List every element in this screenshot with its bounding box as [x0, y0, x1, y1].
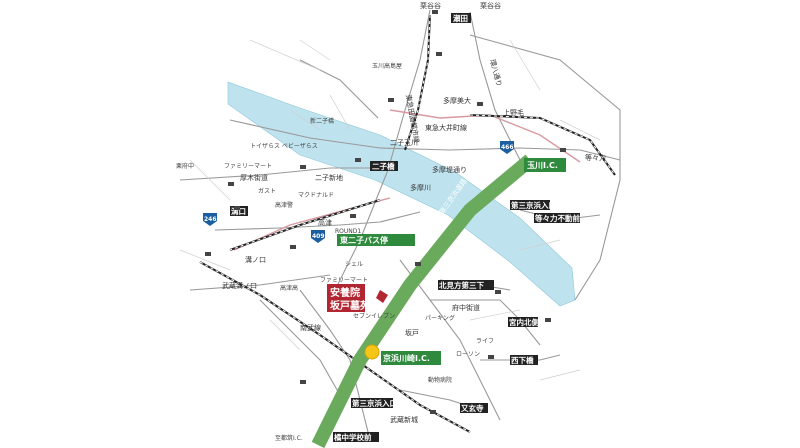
- temple-name: 安養院: [330, 286, 360, 299]
- tama-river: [227, 81, 576, 307]
- kampachi-label: 環八通り: [488, 58, 504, 87]
- traffic-signals: [205, 10, 566, 414]
- kamino-label: 上野毛: [503, 108, 524, 117]
- futako-bridge-box: [370, 161, 398, 171]
- tamatsutsumi-label: 多摩堤通り: [432, 165, 467, 174]
- temple-box: [327, 284, 365, 312]
- dai3-keihin-bottom-box: [351, 398, 393, 408]
- mizonokuchi-station-label: 溝ノ口: [245, 255, 266, 264]
- seta-label: 瀬田: [453, 13, 468, 23]
- route-466-sign: 466: [500, 141, 514, 154]
- matagenji-box: [460, 403, 488, 413]
- hospital-label: 動物病院: [428, 376, 452, 384]
- keihin-kawasaki-ic-label: 京浜川崎I.C.: [383, 353, 430, 363]
- sakado-label: 坂戸: [405, 328, 419, 337]
- temple-location-icon: [376, 290, 388, 303]
- dai3-keihin-bottom-label: 第三京浜入口: [352, 398, 397, 408]
- musashi-shinjo-label: 武蔵新城: [390, 415, 418, 424]
- kitami-box: [438, 280, 494, 290]
- route-466-label: 466: [501, 144, 514, 151]
- mcdonalds-label: マクドナルド: [298, 192, 334, 199]
- todoroki-fudo-label: 等々力不動前: [535, 213, 580, 223]
- takatsu-police-label: 高津警: [275, 201, 293, 209]
- temple-sub: 坂戸墓苑: [330, 299, 370, 312]
- parking-label: パーキング: [425, 314, 455, 322]
- nishi-shimobashi-box: [510, 355, 538, 365]
- tamagawa-river-label: 多摩川: [410, 183, 431, 192]
- seven-label: セブンイレブン: [353, 312, 395, 320]
- bus-stop-label: 東二子バス停: [340, 235, 388, 245]
- chuo-school-label: 橘中学校前: [333, 432, 372, 442]
- toys-rus-label: トイザらス ベビーザらス: [250, 142, 318, 150]
- roads: [179, 9, 621, 441]
- tamagawa-ic-label: 玉川I.C.: [527, 161, 558, 170]
- minor-roads: [179, 39, 601, 381]
- route-409-label: 409: [312, 233, 325, 240]
- seta-box: [451, 13, 471, 23]
- shimonoge-box: [508, 317, 538, 327]
- kitami-label: 北見方第三下: [439, 280, 484, 290]
- takatsu-high-label: 高津高: [280, 284, 298, 292]
- dai3-keihin-top-box: [510, 200, 550, 210]
- oimachi-label: 東急大井町線: [425, 123, 467, 132]
- setagaya-label: 栗谷谷: [480, 1, 501, 10]
- keihin-kawasaki-ic-box: [381, 351, 441, 365]
- mizonokuchi-box: [230, 206, 248, 216]
- shell-label: シェル: [345, 261, 363, 268]
- takashimaya-label: 玉川高島屋: [372, 62, 402, 70]
- mizonokuchi-label: 溝口: [231, 206, 246, 216]
- shimonoge-label: 宮内北側: [509, 317, 539, 327]
- family-mart-label: ファミリーマート: [224, 163, 272, 170]
- life-label: ライフ: [476, 338, 494, 345]
- shin-futako-label: 新二子橋: [310, 117, 334, 125]
- nishi-shimobashi-label: 西下橋: [511, 355, 534, 365]
- nambu-line-label: 南武線: [300, 323, 321, 332]
- tama-bidai-label: 多摩美大: [443, 96, 471, 105]
- dai3-keihin-top-label: 第三京浜入口: [511, 200, 556, 210]
- ic-marker-icon: [364, 344, 380, 360]
- railways: [199, 14, 616, 433]
- lawson-label: ローソン: [456, 351, 480, 358]
- kuji-label: 栗府中: [176, 162, 194, 170]
- fuchu-kaido-label: 府中街道: [452, 303, 480, 312]
- todoroki-fudo-box: [534, 213, 580, 223]
- round1-label: ROUND1: [335, 228, 361, 235]
- nikotamagawa-label: 二子玉川: [390, 139, 418, 147]
- todoroki-label: 等々力: [585, 153, 606, 162]
- kagaya-label: 栗谷谷: [420, 1, 441, 10]
- chuo-school-box: [333, 432, 379, 442]
- takatsu-label: 高津: [318, 218, 332, 227]
- route-409-sign: 409: [311, 230, 325, 243]
- hisasue-ic-label: 至都筑I.C.: [275, 434, 303, 442]
- route-246-sign: 246: [203, 213, 217, 226]
- futako-shinchi-label: 二子新地: [315, 173, 343, 182]
- musashi-mizonokuchi-label: 武蔵溝ノ口: [222, 281, 257, 290]
- family-mart2-label: ファミリーマート: [320, 277, 368, 284]
- third-keihin-expressway: [311, 154, 535, 448]
- tamagawa-ic-box: [524, 158, 566, 172]
- bus-stop-box: [337, 234, 415, 246]
- futako-bridge-label: 二子橋: [372, 161, 395, 171]
- gusto-label: ガスト: [258, 187, 276, 195]
- route-246-label: 246: [204, 216, 217, 223]
- atsugi-label: 厚木街道: [240, 173, 268, 182]
- matagenji-label: 又玄寺: [461, 403, 484, 413]
